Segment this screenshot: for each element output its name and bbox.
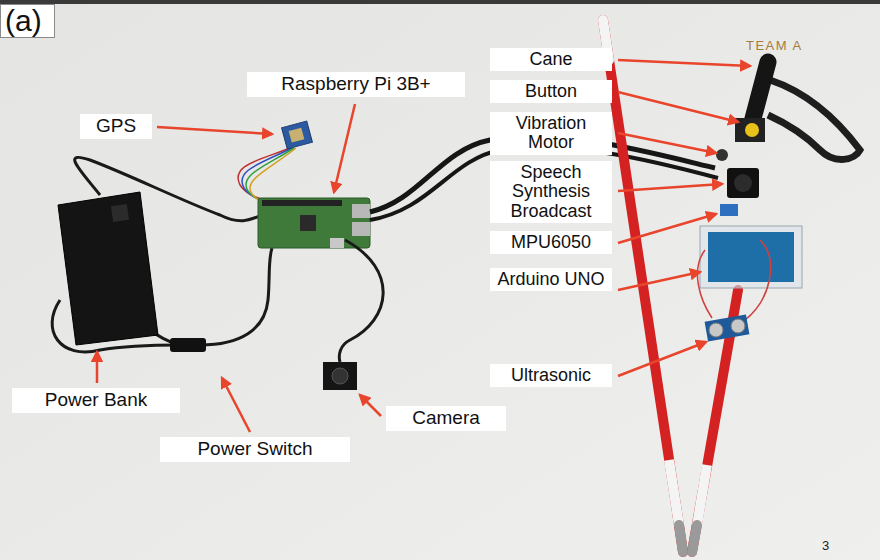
- camera-cable: [339, 240, 383, 362]
- cane-white-segment: [669, 460, 679, 525]
- callout-label: Arduino UNO: [496, 270, 606, 289]
- speaker: [727, 168, 759, 198]
- speaker-cone: [734, 174, 752, 192]
- leader-arrow: [334, 104, 355, 192]
- panel-tag: (a): [0, 4, 55, 38]
- callout-box: Vibration Motor: [490, 112, 612, 155]
- callout-box: Power Switch: [160, 437, 350, 462]
- arduino-case: [700, 226, 802, 288]
- camera-module: [323, 362, 357, 390]
- watermark: TEAM A: [746, 38, 803, 53]
- callout-box: GPS: [80, 114, 152, 139]
- callout-label: Camera: [392, 408, 500, 429]
- callout-box: Button: [490, 80, 612, 103]
- callout-label: (a): [5, 5, 42, 37]
- cane-tip: [679, 525, 683, 552]
- camera-lens: [332, 368, 348, 384]
- leader-arrow: [157, 127, 272, 134]
- wrist-strap: [768, 80, 860, 159]
- ultrasonic-transducer: [731, 319, 745, 333]
- raspberry-pi-board: [258, 198, 370, 248]
- callout-box: Ultrasonic: [490, 364, 612, 387]
- button-housing: [735, 118, 765, 142]
- leader-arrow: [618, 184, 722, 191]
- callout-label: Power Switch: [166, 439, 344, 460]
- usb-port: [352, 204, 370, 218]
- power-bank: [58, 192, 158, 345]
- cane-white-segment: [697, 465, 707, 525]
- callout-label: Cane: [496, 50, 606, 69]
- callout-label: GPS: [86, 116, 146, 137]
- callout-box: Cane: [490, 48, 612, 71]
- page-number: 3: [822, 538, 829, 553]
- wire: [697, 240, 770, 320]
- callout-box: Power Bank: [12, 388, 180, 413]
- leader-arrow: [618, 214, 716, 243]
- callout-box: MPU6050: [490, 231, 612, 254]
- leader-arrow: [96, 352, 99, 383]
- mpu6050-board: [720, 204, 738, 216]
- callout-box: Camera: [386, 406, 506, 431]
- callout-label: Raspberry Pi 3B+: [253, 74, 459, 95]
- wire: [238, 148, 290, 205]
- leader-arrow: [618, 133, 716, 153]
- callout-box: Raspberry Pi 3B+: [247, 72, 465, 97]
- leader-arrow: [618, 60, 750, 66]
- arduino-board: [708, 232, 794, 282]
- power-switch: [170, 338, 206, 352]
- ultrasonic-board: [705, 315, 750, 342]
- ultrasonic-transducer: [709, 323, 723, 337]
- gps-module: [282, 121, 313, 149]
- gpio-header: [262, 200, 342, 206]
- cane-pole: [603, 20, 683, 552]
- leader-arrow: [222, 378, 250, 432]
- power-cable: [150, 248, 272, 345]
- leader-arrow: [618, 272, 700, 290]
- callout-box: Arduino UNO: [490, 268, 612, 291]
- vibration-motor: [716, 149, 728, 161]
- gps-antenna: [289, 128, 305, 143]
- hdmi-port: [330, 238, 344, 248]
- callout-label: Vibration Motor: [496, 114, 606, 153]
- callout-label: Button: [496, 82, 606, 101]
- cpu-chip: [300, 215, 316, 231]
- leader-arrow: [618, 92, 738, 122]
- callout-label: Speech Synthesis Broadcast: [496, 163, 606, 221]
- power-bank-logo: [111, 204, 129, 222]
- usb-port: [352, 222, 370, 236]
- cane-tip: [692, 525, 697, 552]
- top-band: [0, 0, 880, 4]
- callout-arrows: [97, 60, 750, 432]
- leader-arrow: [360, 395, 381, 416]
- callout-label: Power Bank: [18, 390, 174, 411]
- push-button: [745, 123, 759, 137]
- callout-label: MPU6050: [496, 233, 606, 252]
- leader-arrow: [618, 342, 706, 376]
- callout-box: Speech Synthesis Broadcast: [490, 161, 612, 223]
- callout-label: Ultrasonic: [496, 366, 606, 385]
